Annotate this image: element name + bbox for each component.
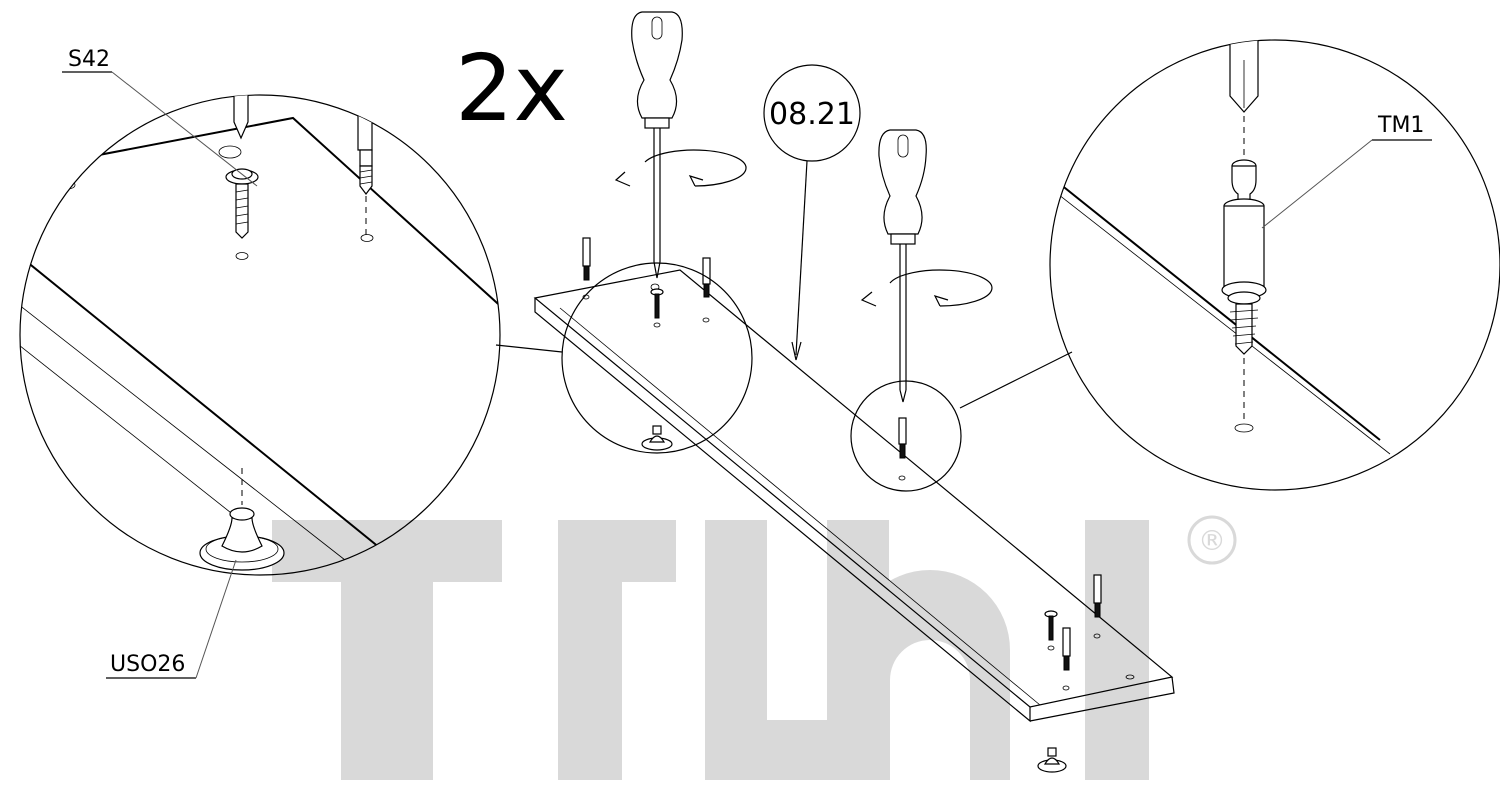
cam-bolt xyxy=(1221,159,1267,355)
foot-glide xyxy=(199,468,285,571)
cam-bolt xyxy=(359,149,373,195)
screwdriver-icon xyxy=(614,11,747,279)
cam-bolt xyxy=(582,237,1102,671)
cam-bolt-callout-label: TM1 xyxy=(1377,113,1424,138)
part-code: 08.21 xyxy=(769,97,855,132)
detail-circle-left-source xyxy=(561,262,753,454)
registered-mark: ® xyxy=(1198,524,1226,557)
foot-glide-callout-label: USO26 xyxy=(110,652,185,677)
screwdriver-icon xyxy=(860,129,993,403)
part-code-bubble xyxy=(763,64,861,162)
watermark-logo xyxy=(272,515,1237,780)
foot-glide xyxy=(641,425,1067,773)
quantity-label: 2x xyxy=(455,35,568,142)
detail-circle-left xyxy=(19,94,501,576)
screw-callout-label: S42 xyxy=(68,47,110,72)
screw xyxy=(225,168,259,239)
screw xyxy=(650,288,1058,641)
shelf-board xyxy=(533,269,1175,723)
detail-circle-right xyxy=(1049,39,1500,491)
detail-circle-right-source xyxy=(850,380,962,492)
